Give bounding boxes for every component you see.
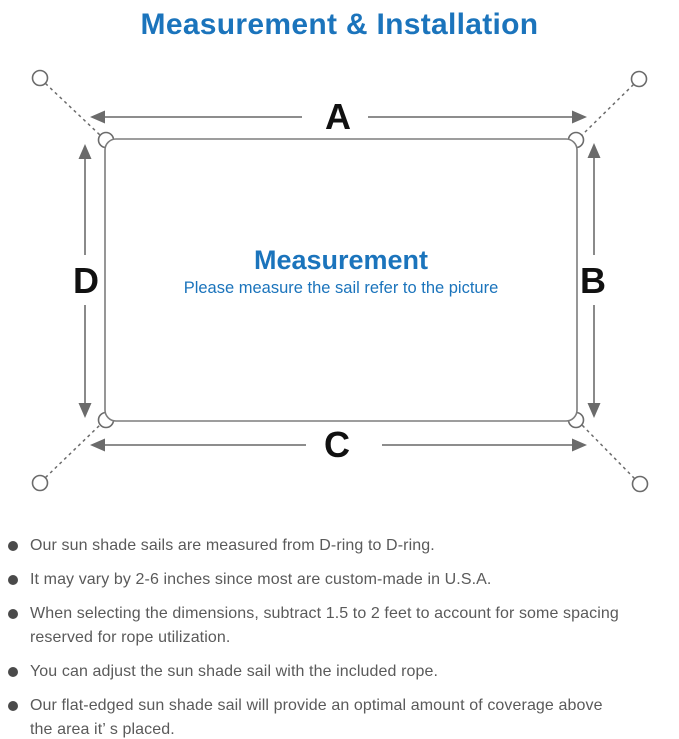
rope-dashed-line-top-left (44, 82, 102, 137)
note-text: You can adjust the sun shade sail with t… (30, 663, 439, 680)
arrowhead-a-left (90, 110, 105, 124)
note-text: It may vary by 2-6 inches since most are… (30, 571, 492, 588)
arrowhead-c-left (90, 438, 105, 452)
bullet-icon (8, 667, 18, 677)
arrowhead-d-bottom (78, 403, 92, 418)
note-item: You can adjust the sun shade sail with t… (8, 660, 679, 684)
arrowhead-a-right (572, 110, 587, 124)
measurement-diagram: A C D B (0, 60, 679, 520)
note-item: Our flat-edged sun shade sail will provi… (8, 694, 679, 739)
note-item: When selecting the dimensions, subtract … (8, 602, 679, 650)
note-text: Our sun shade sails are measured from D-… (30, 537, 435, 554)
bullet-icon (8, 609, 18, 619)
note-item: Our sun shade sails are measured from D-… (8, 534, 679, 558)
bullet-icon (8, 541, 18, 551)
note-item: It may vary by 2-6 inches since most are… (8, 568, 679, 592)
rope-dashed-line-bottom-left (44, 423, 102, 479)
dimension-label-b: B (580, 260, 606, 301)
note-text: Our flat-edged sun shade sail will provi… (30, 697, 603, 738)
note-text: When selecting the dimensions, subtract … (30, 605, 619, 646)
arrowhead-d-top (78, 144, 92, 159)
sail-outline (104, 138, 578, 422)
anchor-ring-icon-bottom-right (631, 475, 649, 493)
dimension-label-a: A (325, 96, 351, 137)
anchor-ring-icon-top-right (630, 70, 648, 88)
page-title: Measurement & Installation (140, 8, 539, 41)
arrowhead-b-top (587, 143, 601, 158)
measurement-notes-list: Our sun shade sails are measured from D-… (0, 534, 679, 739)
diagram-center-title: Measurement (254, 245, 428, 275)
dimension-label-d: D (73, 260, 99, 301)
anchor-ring-icon-bottom-left (31, 474, 49, 492)
arrowhead-b-bottom (587, 403, 601, 418)
bullet-icon (8, 575, 18, 585)
dimension-label-c: C (324, 424, 350, 465)
rope-dashed-line-bottom-right (580, 423, 636, 480)
diagram-center-subtitle: Please measure the sail refer to the pic… (184, 279, 499, 297)
anchor-ring-icon-top-left (31, 69, 49, 87)
bullet-icon (8, 701, 18, 711)
rope-dashed-line-top-right (580, 83, 635, 137)
arrowhead-c-right (572, 438, 587, 452)
